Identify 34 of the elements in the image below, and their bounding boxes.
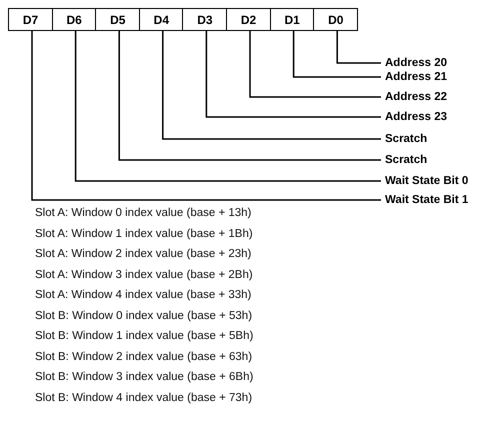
bit-cell: D7 [8, 8, 54, 31]
leader-line [74, 31, 381, 182]
bit-cell: D0 [313, 8, 358, 31]
index-note: Slot B: Window 3 index value (base + 6Bh) [35, 370, 254, 384]
leader-line [162, 31, 381, 140]
bit-cell: D5 [95, 8, 140, 31]
bit-cell: D1 [270, 8, 315, 31]
bit-label: Address 23 [385, 110, 448, 124]
index-note: Slot B: Window 2 index value (base + 63h) [35, 350, 252, 364]
bit-label: Scratch [385, 153, 428, 167]
bit-label: Wait State Bit 1 [385, 193, 468, 207]
bit-cell: D6 [52, 8, 97, 31]
bit-cell: D3 [182, 8, 228, 31]
leader-line [292, 31, 381, 78]
leader-line [206, 31, 381, 118]
index-note: Slot A: Window 3 index value (base + 2Bh) [35, 268, 253, 282]
bit-label: Address 22 [385, 90, 448, 104]
index-note: Slot A: Window 1 index value (base + 1Bh) [35, 226, 253, 240]
index-note: Slot B: Window 4 index value (base + 73h) [35, 390, 252, 404]
leader-line [118, 31, 381, 161]
bit-label: Address 21 [385, 70, 448, 84]
bit-cell: D4 [138, 8, 184, 31]
leader-line [249, 31, 381, 98]
index-note: Slot A: Window 4 index value (base + 33h) [35, 288, 252, 302]
bit-label: Address 20 [385, 56, 448, 70]
bit-label: Wait State Bit 0 [385, 174, 468, 188]
index-note: Slot A: Window 0 index value (base + 13h) [35, 206, 252, 220]
index-note: Slot B: Window 1 index value (base + 5Bh) [35, 329, 254, 343]
bit-cell: D2 [226, 8, 272, 31]
leader-line [336, 31, 381, 64]
bit-label: Scratch [385, 132, 428, 146]
index-note: Slot A: Window 2 index value (base + 23h) [35, 247, 252, 261]
index-note: Slot B: Window 0 index value (base + 53h) [35, 308, 252, 322]
leader-line [31, 31, 381, 201]
